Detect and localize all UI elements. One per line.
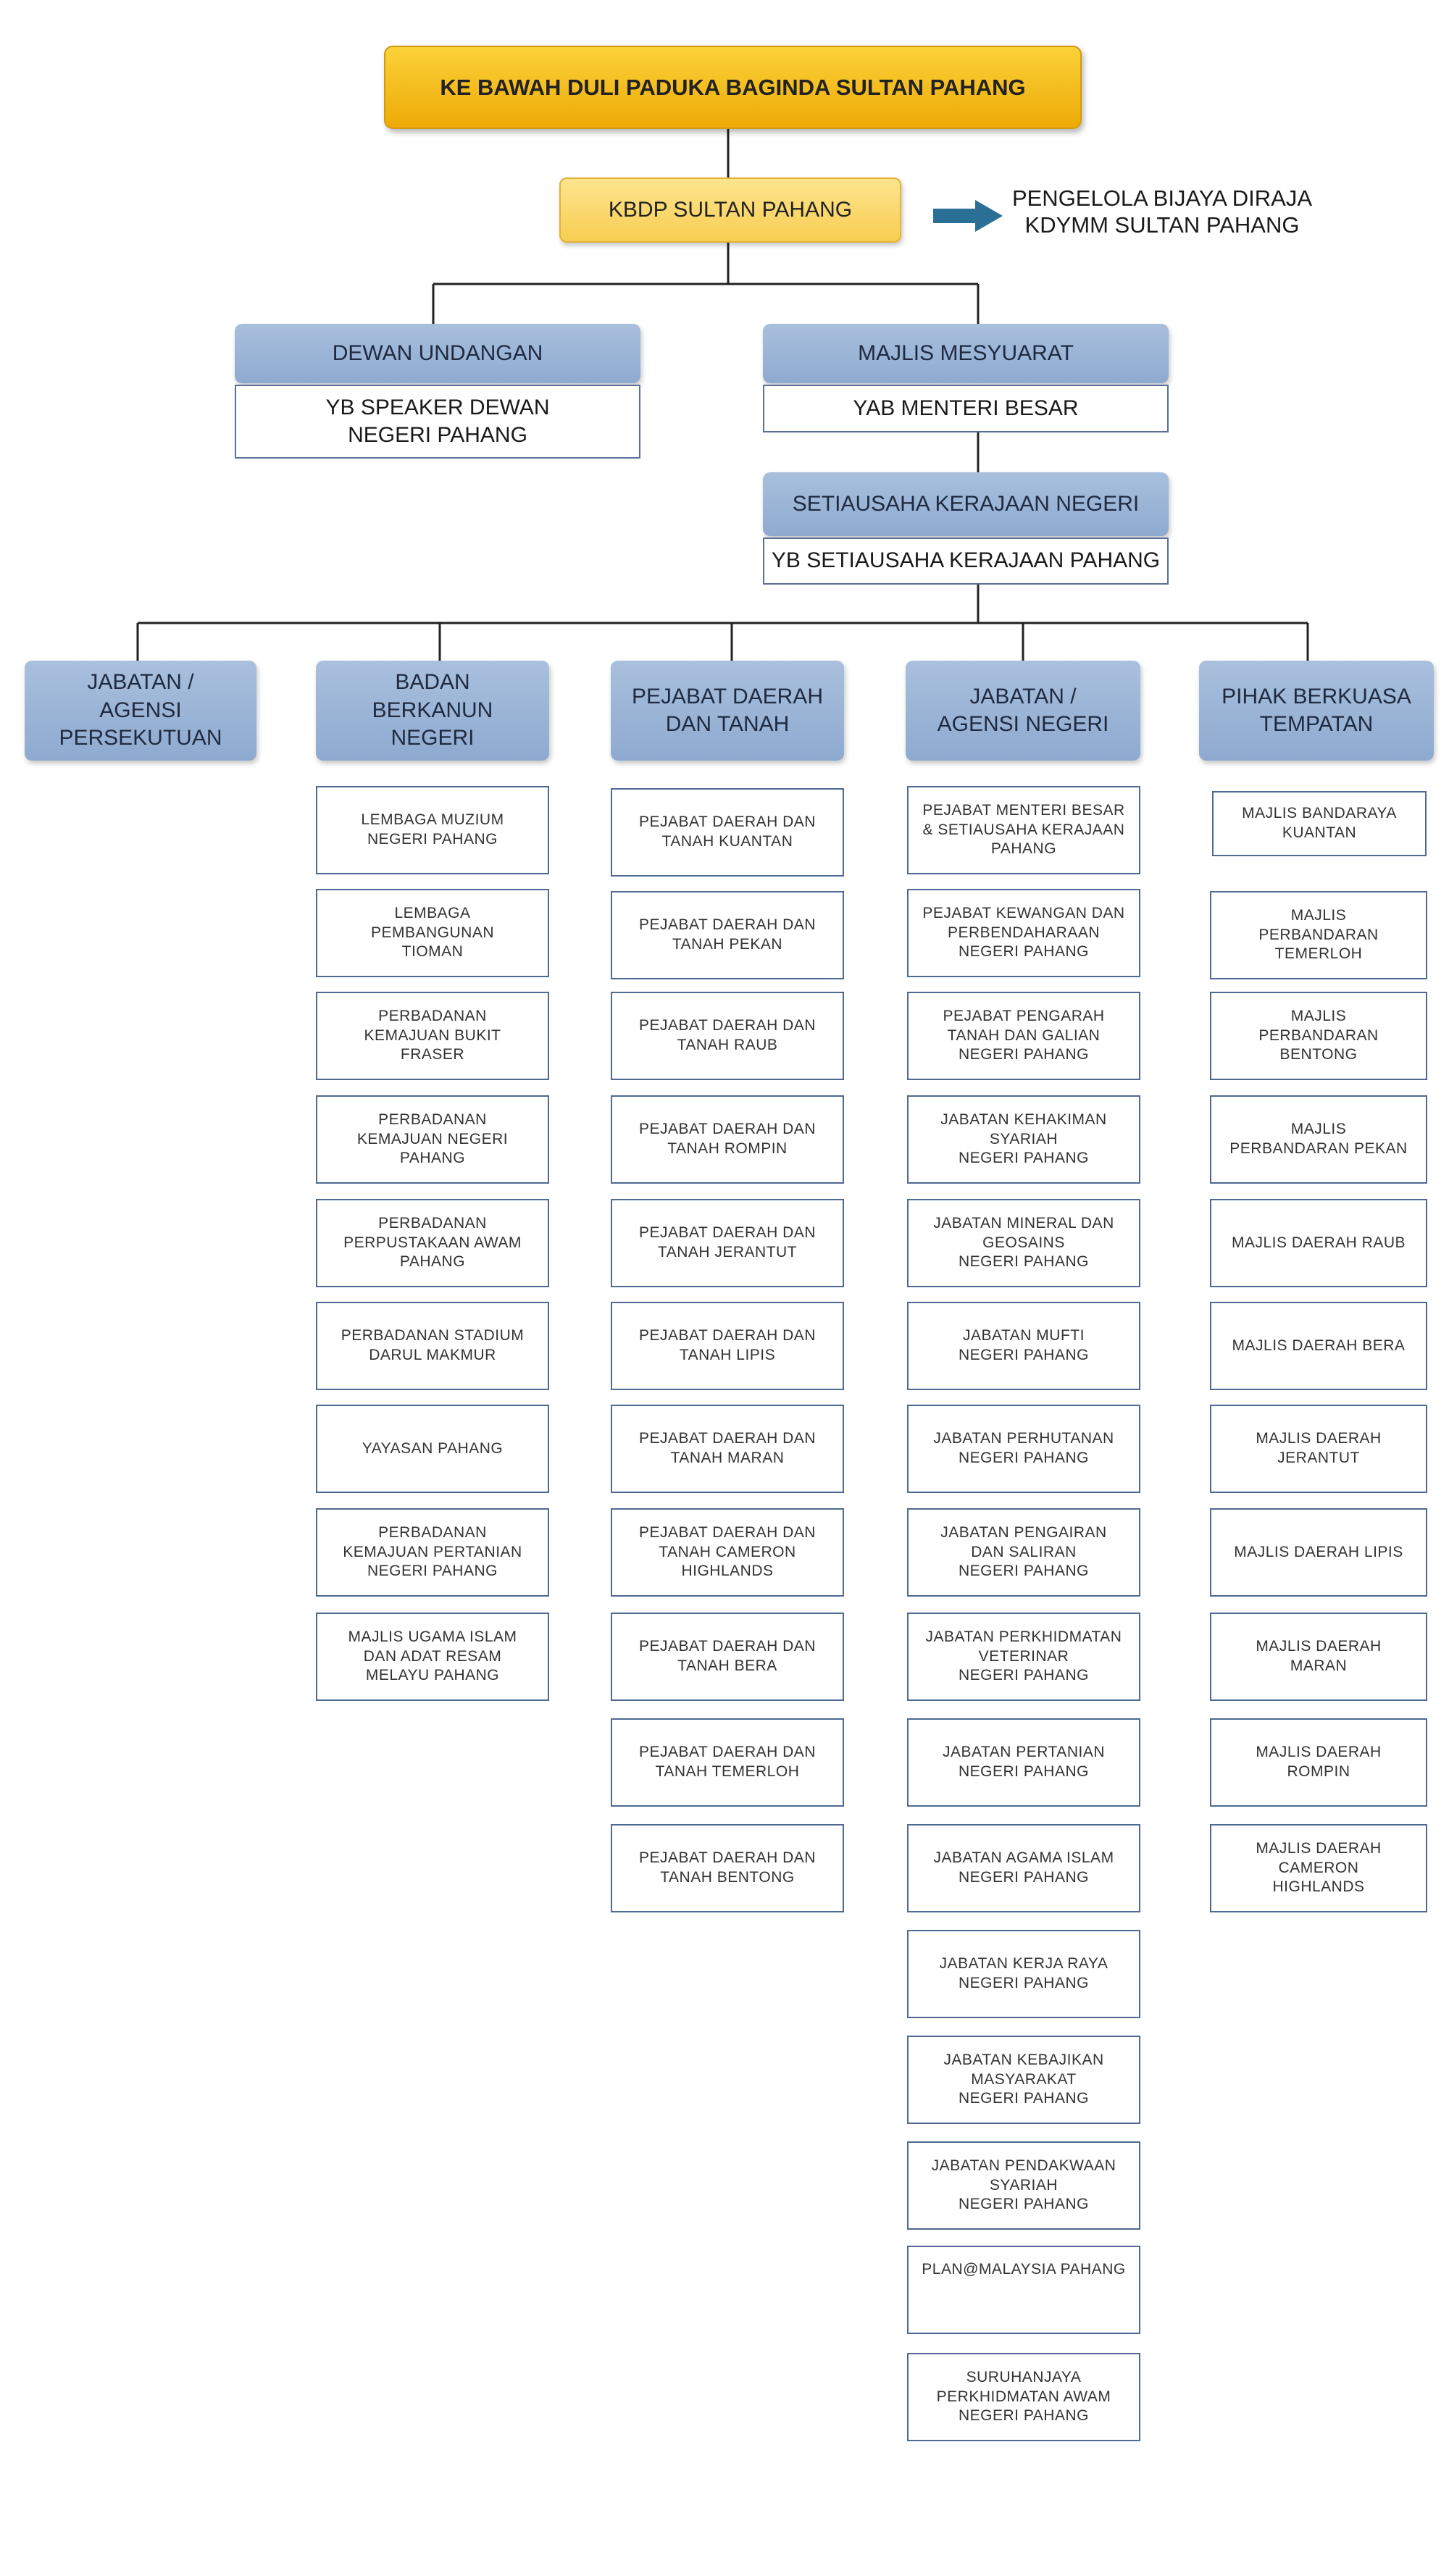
list-item: PEJABAT DAERAH DAN TANAH ROMPIN: [611, 1095, 844, 1184]
list-item: JABATAN KERJA RAYA NEGERI PAHANG: [907, 1930, 1140, 2018]
list-item: MAJLIS PERBANDARAN PEKAN: [1210, 1095, 1427, 1184]
arrow-right-icon: [933, 200, 1003, 232]
list-item: PEJABAT DAERAH DAN TANAH TEMERLOH: [611, 1718, 844, 1807]
list-item: JABATAN PERHUTANAN NEGERI PAHANG: [907, 1405, 1140, 1493]
list-item: MAJLIS DAERAH LIPIS: [1210, 1508, 1427, 1597]
list-item: JABATAN KEHAKIMAN SYARIAH NEGERI PAHANG: [907, 1095, 1140, 1184]
col-header-persekutuan: JABATAN / AGENSI PERSEKUTUAN: [25, 661, 256, 761]
list-item: PEJABAT DAERAH DAN TANAH MARAN: [611, 1405, 844, 1493]
list-item: JABATAN AGAMA ISLAM NEGERI PAHANG: [907, 1824, 1140, 1912]
list-item: PEJABAT DAERAH DAN TANAH BENTONG: [611, 1824, 844, 1912]
list-item: MAJLIS DAERAH MARAN: [1210, 1613, 1427, 1701]
list-item: LEMBAGA PEMBANGUNAN TIOMAN: [316, 889, 549, 977]
list-item: PEJABAT DAERAH DAN TANAH JERANTUT: [611, 1199, 844, 1287]
col-header-pejabat-daerah: PEJABAT DAERAH DAN TANAH: [611, 661, 844, 761]
list-item: PEJABAT PENGARAH TANAH DAN GALIAN NEGERI…: [907, 992, 1140, 1080]
kbdp-box: KBDP SULTAN PAHANG: [559, 177, 901, 243]
list-item: JABATAN PENDAKWAAN SYARIAH NEGERI PAHANG: [907, 2141, 1140, 2230]
list-item: PEJABAT MENTERI BESAR & SETIAUSAHA KERAJ…: [907, 786, 1140, 874]
list-item: PEJABAT DAERAH DAN TANAH KUANTAN: [611, 788, 844, 877]
list-item: MAJLIS DAERAH ROMPIN: [1210, 1718, 1427, 1807]
col-header-pbt: PIHAK BERKUASA TEMPATAN: [1199, 661, 1434, 761]
list-item: LEMBAGA MUZIUM NEGERI PAHANG: [316, 786, 549, 874]
list-item: MAJLIS DAERAH CAMERON HIGHLANDS: [1210, 1824, 1427, 1912]
sultan-box: KE BAWAH DULI PADUKA BAGINDA SULTAN PAHA…: [384, 46, 1082, 129]
list-item: PEJABAT DAERAH DAN TANAH PEKAN: [611, 891, 844, 979]
list-item: MAJLIS BANDARAYA KUANTAN: [1212, 791, 1427, 856]
royal-manager-note: PENGELOLA BIJAYA DIRAJA KDYMM SULTAN PAH…: [1011, 185, 1313, 238]
list-item: PERBADANAN KEMAJUAN PERTANIAN NEGERI PAH…: [316, 1508, 549, 1597]
list-item: PEJABAT DAERAH DAN TANAH LIPIS: [611, 1302, 844, 1390]
majlis-mesyuarat-menteri-besar: YAB MENTERI BESAR: [763, 385, 1169, 432]
setiausaha-header: SETIAUSAHA KERAJAAN NEGERI: [763, 472, 1169, 536]
list-item: JABATAN PERKHIDMATAN VETERINAR NEGERI PA…: [907, 1613, 1140, 1701]
list-item: MAJLIS DAERAH JERANTUT: [1210, 1405, 1427, 1493]
list-item: PERBADANAN KEMAJUAN BUKIT FRASER: [316, 992, 549, 1080]
list-item: MAJLIS PERBANDARAN TEMERLOH: [1210, 891, 1427, 979]
list-item: JABATAN MINERAL DAN GEOSAINS NEGERI PAHA…: [907, 1199, 1140, 1287]
col-header-agensi-negeri: JABATAN / AGENSI NEGERI: [906, 661, 1140, 761]
dewan-undangan-speaker: YB SPEAKER DEWAN NEGERI PAHANG: [235, 385, 640, 459]
list-item: JABATAN PERTANIAN NEGERI PAHANG: [907, 1718, 1140, 1807]
list-item: PEJABAT DAERAH DAN TANAH RAUB: [611, 992, 844, 1080]
list-item: JABATAN PENGAIRAN DAN SALIRAN NEGERI PAH…: [907, 1508, 1140, 1597]
list-item: PERBADANAN KEMAJUAN NEGERI PAHANG: [316, 1095, 549, 1184]
list-item: PEJABAT KEWANGAN DAN PERBENDAHARAAN NEGE…: [907, 889, 1140, 977]
majlis-mesyuarat-header: MAJLIS MESYUARAT: [763, 324, 1169, 383]
list-item: JABATAN KEBAJIKAN MASYARAKAT NEGERI PAHA…: [907, 2036, 1140, 2124]
list-item: PEJABAT DAERAH DAN TANAH BERA: [611, 1613, 844, 1701]
list-item: MAJLIS PERBANDARAN BENTONG: [1210, 992, 1427, 1080]
dewan-undangan-header: DEWAN UNDANGAN: [235, 324, 640, 383]
list-item: PERBADANAN PERPUSTAKAAN AWAM PAHANG: [316, 1199, 549, 1287]
list-item: SURUHANJAYA PERKHIDMATAN AWAM NEGERI PAH…: [907, 2353, 1140, 2441]
list-item: MAJLIS UGAMA ISLAM DAN ADAT RESAM MELAYU…: [316, 1613, 549, 1701]
list-item: YAYASAN PAHANG: [316, 1405, 549, 1493]
list-item: PLAN@MALAYSIA PAHANG: [907, 2246, 1140, 2334]
col-header-badan-berkanun: BADAN BERKANUN NEGERI: [316, 661, 549, 761]
list-item: MAJLIS DAERAH RAUB: [1210, 1199, 1427, 1287]
list-item: MAJLIS DAERAH BERA: [1210, 1302, 1427, 1390]
list-item: PERBADANAN STADIUM DARUL MAKMUR: [316, 1302, 549, 1390]
setiausaha-sub: YB SETIAUSAHA KERAJAAN PAHANG: [763, 538, 1169, 585]
list-item: JABATAN MUFTI NEGERI PAHANG: [907, 1302, 1140, 1390]
list-item: PEJABAT DAERAH DAN TANAH CAMERON HIGHLAN…: [611, 1508, 844, 1597]
